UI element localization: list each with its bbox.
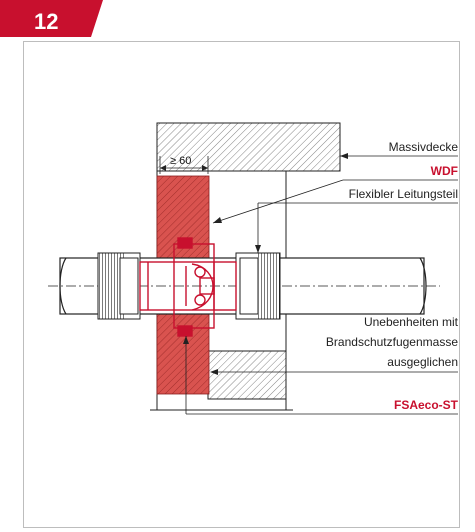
massivdecke-upper <box>156 122 341 172</box>
flexible-pipe-left <box>97 252 141 320</box>
leader-wdf <box>212 179 458 224</box>
figure-number-badge: 12 <box>0 0 103 37</box>
leader-unebenheiten <box>210 369 458 375</box>
leader-flexibler <box>255 202 458 253</box>
flexible-pipe-right <box>235 252 282 320</box>
fsaeco-damper <box>139 237 237 337</box>
drawing-frame <box>23 41 460 528</box>
leader-fsaeco <box>183 336 458 415</box>
label-unebenheiten-line3: ausgeglichen <box>387 355 458 369</box>
label-unebenheiten-line1: Unebenheiten mit <box>364 315 459 329</box>
figure-number: 12 <box>34 9 58 34</box>
label-massivdecke: Massivdecke <box>389 140 459 154</box>
leader-massivdecke <box>340 153 458 159</box>
label-wdf: WDF <box>431 164 458 178</box>
label-unebenheiten-line2: Brandschutzfugenmasse <box>326 335 458 349</box>
dimension-60: ≥ 60 <box>159 155 209 174</box>
dimension-label: ≥ 60 <box>170 155 191 167</box>
label-flexibler-leitungsteil: Flexibler Leitungsteil <box>349 187 458 201</box>
badge-shape <box>0 0 103 37</box>
label-fsaeco-st: FSAeco-ST <box>394 398 459 412</box>
massivdecke-lower <box>207 350 287 400</box>
